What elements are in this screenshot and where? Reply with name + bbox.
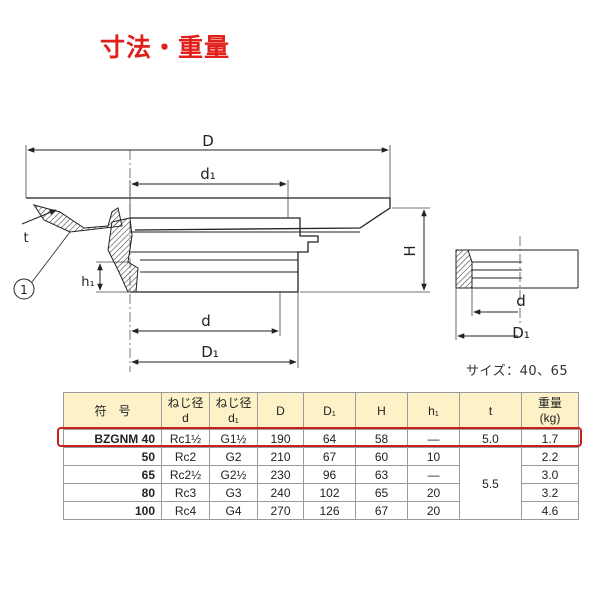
cell-t-merged: 5.5 [459, 447, 522, 520]
cell-D: 190 [257, 429, 304, 448]
cell-d1: G1½ [209, 429, 258, 448]
header-H: H [355, 392, 408, 430]
cell-D: 270 [257, 501, 304, 520]
dim-d-label: d [201, 312, 211, 330]
cell-H: 67 [355, 501, 408, 520]
cell-D: 240 [257, 483, 304, 502]
cell-d1: G3 [209, 483, 258, 502]
callout-leader [31, 231, 71, 283]
callout-label: 1 [20, 283, 28, 297]
cell-code: BZGNM 40 [63, 429, 162, 448]
header-weight: 重量(kg) [521, 392, 579, 430]
cell-h1: 20 [407, 501, 460, 520]
cell-d: Rc4 [161, 501, 210, 520]
table-row: 80 Rc3 G3 240 102 65 20 3.2 [63, 483, 579, 502]
cell-d: Rc2 [161, 447, 210, 466]
cell-H: 65 [355, 483, 408, 502]
header-D1: D₁ [303, 392, 356, 430]
cell-weight: 1.7 [521, 429, 579, 448]
flange-outline [26, 197, 391, 231]
cell-h1: — [407, 465, 460, 484]
header-D: D [257, 392, 304, 430]
cell-d: Rc1½ [161, 429, 210, 448]
cell-code: 100 [63, 501, 162, 520]
flange-left-section [32, 204, 123, 233]
cell-D: 230 [257, 465, 304, 484]
header-t: t [459, 392, 522, 430]
cross-section-drawing: D d₁ d D₁ H h₁ t 1 d D₁ [13, 132, 579, 372]
cell-H: 58 [355, 429, 408, 448]
detail-d-label: d [516, 292, 526, 310]
cell-d: Rc3 [161, 483, 210, 502]
cell-H: 60 [355, 447, 408, 466]
cell-d1: G2 [209, 447, 258, 466]
cell-d: Rc2½ [161, 465, 210, 484]
dim-t-label: t [23, 231, 28, 246]
header-h1: h₁ [407, 392, 460, 430]
cell-h1: 10 [407, 447, 460, 466]
table-row: 100 Rc4 G4 270 126 67 20 4.6 [63, 501, 579, 520]
page-title: 寸法・重量 [100, 33, 231, 62]
cell-d1: G2½ [209, 465, 258, 484]
cell-code: 65 [63, 465, 162, 484]
size-note: サイズ：40、65 [466, 364, 569, 379]
cell-D1: 96 [303, 465, 356, 484]
cell-D: 210 [257, 447, 304, 466]
detail-D1-label: D₁ [512, 324, 530, 342]
body-left-section [107, 217, 139, 293]
cell-d1: G4 [209, 501, 258, 520]
cell-H: 63 [355, 465, 408, 484]
cell-code: 50 [63, 447, 162, 466]
dim-h1-label: h₁ [81, 275, 94, 290]
dim-D1-label: D₁ [201, 343, 219, 361]
cell-D1: 126 [303, 501, 356, 520]
cell-weight: 2.2 [521, 447, 579, 466]
cell-D1: 64 [303, 429, 356, 448]
dim-d1-label: d₁ [200, 165, 216, 183]
dim-t-line [21, 209, 57, 225]
cell-t: 5.0 [459, 429, 522, 448]
cell-h1: 20 [407, 483, 460, 502]
header-code: 符 号 [63, 392, 162, 430]
detail-section [455, 249, 473, 289]
cell-weight: 3.2 [521, 483, 579, 502]
cell-weight: 4.6 [521, 501, 579, 520]
cell-h1: — [407, 429, 460, 448]
cell-D1: 67 [303, 447, 356, 466]
dim-H-label: H [401, 245, 419, 256]
cell-code: 80 [63, 483, 162, 502]
table-row: 50 Rc2 G2 210 67 60 10 5.5 2.2 [63, 447, 579, 520]
table-row: BZGNM 40 Rc1½ G1½ 190 64 58 — 5.0 1.7 [63, 429, 579, 448]
cell-D1: 102 [303, 483, 356, 502]
cell-weight: 3.0 [521, 465, 579, 484]
callout-circle [13, 278, 35, 300]
dim-D-label: D [202, 132, 214, 150]
